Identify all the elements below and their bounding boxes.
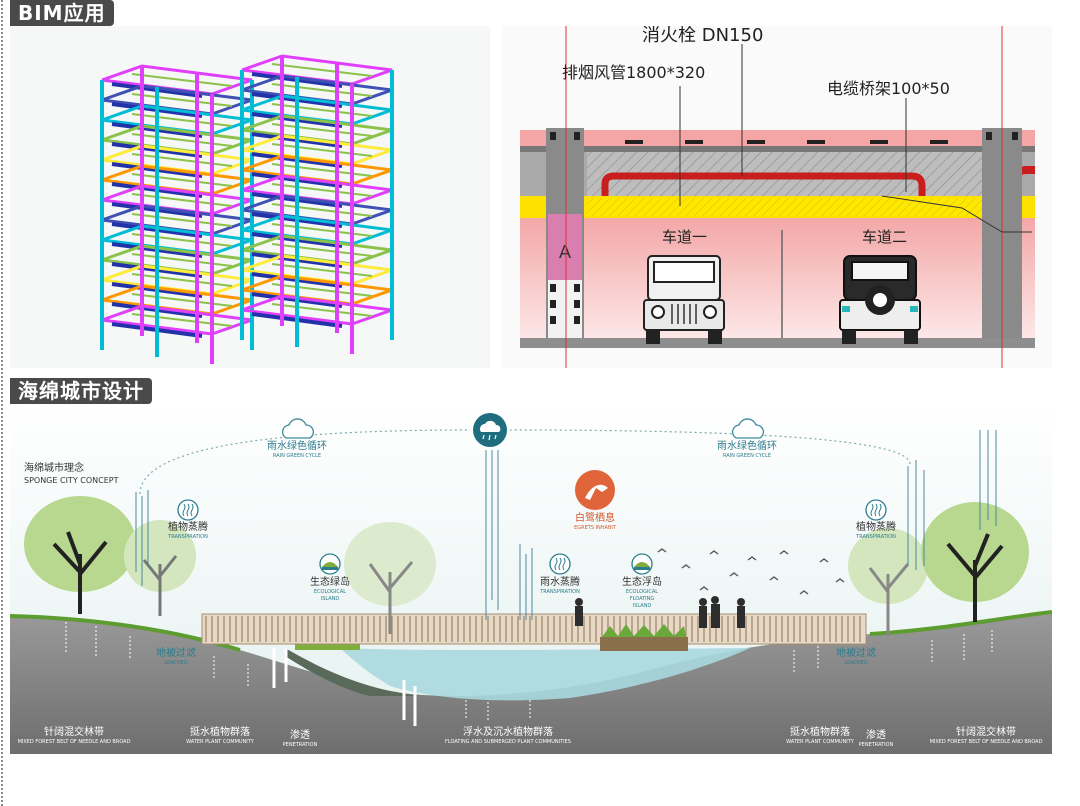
forest-left-cn: 针阔混交林带 [44, 725, 104, 738]
eco-float-en2: FLOATING [630, 596, 655, 602]
cycle-arc-right [509, 429, 911, 465]
hydrant-label: 消火栓 DN150 [642, 26, 763, 46]
cycle-left-cn: 雨水绿色循环 [267, 439, 327, 452]
jeep-rear-view [839, 255, 921, 344]
tree-center [344, 522, 436, 634]
garage-section-drawing: A 消火栓 DN150 排烟风管1800*320 电缆桥架100*50 车道一 … [520, 26, 1035, 368]
penetration-right-en: PENETRATION [859, 742, 894, 748]
sponge-city-panel: 海绵城市理念 SPONGE CITY CONCEPT 雨水绿色循环 RAIN G… [10, 404, 1052, 754]
floating-cn: 浮水及沉水植物群落 [463, 725, 553, 738]
eco-float-en3: ISLAND [633, 603, 652, 609]
seepage-arrows [65, 622, 993, 720]
leach-left-cn: 地被过滤 [156, 646, 196, 659]
transp-left-en: TRANSPIRATION [167, 534, 208, 540]
bird-flock [657, 548, 845, 595]
stakes [272, 648, 417, 726]
rain-evap-cn: 雨水蒸腾 [540, 575, 580, 588]
eco-green-cn: 生态绿岛 [310, 575, 350, 588]
eco-float-en1: ECOLOGICAL [626, 589, 658, 595]
rain-cloud-icon [473, 413, 507, 447]
forest-right-en: MIXED FOREST BELT OF NEEDLE AND BROAD [930, 739, 1043, 745]
bim-building-frame-model [100, 54, 394, 364]
eco-float-cn: 生态浮岛 [622, 575, 662, 588]
concept-en: SPONGE CITY CONCEPT [24, 476, 119, 485]
garage-interior [520, 218, 1035, 338]
water-plant-left-cn: 挺水植物群落 [190, 725, 250, 738]
tree-right-big [921, 502, 1029, 622]
soil-profile [10, 612, 1052, 754]
egret-icon [575, 470, 615, 510]
bim-section-title: BIM应用 [10, 0, 114, 26]
sponge-city-diagram: 海绵城市理念 SPONGE CITY CONCEPT 雨水绿色循环 RAIN G… [10, 404, 1052, 754]
lane-two-label: 车道二 [862, 228, 907, 246]
transpiration-icon-left [177, 499, 199, 521]
cycle-left-en: RAIN GREEN CYCLE [273, 453, 321, 459]
page-border-dashed [1, 0, 3, 806]
eco-green-en1: ECOLOGICAL [314, 589, 346, 595]
leach-left-en: LEACHED [164, 660, 188, 666]
column-mark-text: A [559, 242, 572, 263]
water-plant-right-cn: 挺水植物群落 [790, 725, 850, 738]
water-plant-right-en: WATER PLANT COMMUNITY [786, 739, 855, 745]
cloud-icon-right [731, 418, 764, 439]
egret-en: EGRETS INHABIT [574, 525, 617, 531]
transp-right-en: TRANSPIRATION [855, 534, 896, 540]
leach-right-en: LEACHED [844, 660, 868, 666]
penetration-left-cn: 渗透 [290, 728, 310, 741]
floating-island [600, 637, 688, 651]
tree-left-big [24, 496, 136, 614]
garage-floor [520, 338, 1035, 348]
cycle-arc-left [139, 429, 471, 495]
penetration-left-en: PENETRATION [283, 742, 318, 748]
transpiration-icon-right [865, 499, 887, 521]
forest-right-cn: 针阔混交林带 [956, 725, 1016, 738]
rain-arrows [135, 430, 997, 620]
rain-evap-en: TRANSPIRATION [539, 589, 580, 595]
smoke-duct-label: 排烟风管1800*320 [562, 63, 705, 82]
ceiling-slab [520, 130, 1035, 146]
cable-tray-label: 电缆桥架100*50 [827, 79, 950, 98]
leach-right-cn: 地被过滤 [836, 646, 876, 659]
eco-green-en2: ISLAND [321, 596, 340, 602]
rain-transpiration-icon [549, 553, 571, 575]
hydrant-pipe [601, 172, 926, 201]
water-plant-left-en: WATER PLANT COMMUNITY [186, 739, 255, 745]
boardwalk [201, 613, 867, 645]
lane-one-label: 车道一 [662, 228, 707, 246]
bim-3d-model-panel [10, 26, 490, 368]
cycle-right-cn: 雨水绿色循环 [717, 439, 777, 452]
concept-cn: 海绵城市理念 [24, 461, 84, 474]
bim-pipe-section-panel: A 消火栓 DN150 排烟风管1800*320 电缆桥架100*50 车道一 … [502, 26, 1052, 368]
floating-en: FLOATING AND SUBMERGED PLANT COMMUNITIES [445, 739, 571, 745]
transp-left-cn: 植物蒸腾 [168, 520, 208, 533]
eco-island-icon [319, 553, 341, 575]
forest-left-en: MIXED FOREST BELT OF NEEDLE AND BROAD [18, 739, 131, 745]
eco-floating-island-icon [631, 553, 653, 575]
people-figures [575, 596, 745, 628]
pond-water [340, 648, 750, 701]
cycle-right-en: RAIN GREEN CYCLE [723, 453, 771, 459]
penetration-right-cn: 渗透 [866, 728, 886, 741]
sponge-section-title: 海绵城市设计 [10, 378, 152, 404]
transp-right-cn: 植物蒸腾 [856, 520, 896, 533]
cloud-icon-left [281, 418, 314, 439]
jeep-front-view [643, 255, 725, 344]
egret-cn: 白鹭栖息 [575, 511, 615, 524]
